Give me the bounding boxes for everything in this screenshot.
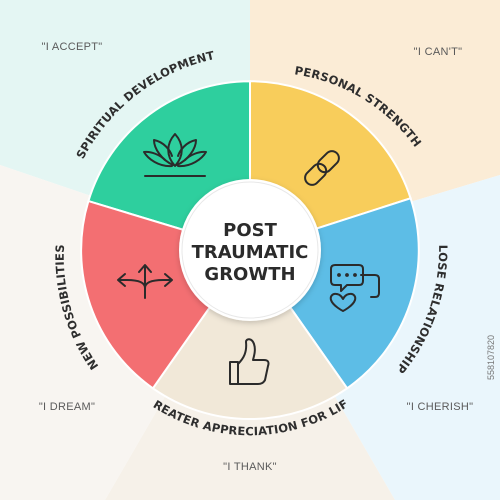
center-ring [181,181,319,319]
quote-cant: "I CAN'T" [414,46,463,58]
quote-dream: "I DREAM" [39,401,95,413]
quote-cherish: "I CHERISH" [407,401,474,413]
segment-greater-appreciation [151,248,349,421]
lotus-icon [143,133,207,177]
center-title-line3: GROWTH [204,264,295,285]
center-title-line1: POST [223,220,277,241]
chat-heart-icon [329,264,380,312]
quote-accept: "I ACCEPT" [42,41,103,53]
quote-thank: "I THANK" [223,461,277,473]
chain-link-icon [304,150,340,186]
center-circle [179,179,321,321]
side-id: 558107820 [486,335,496,380]
thumbs-up-icon [229,338,270,385]
split-arrows-icon [117,264,173,299]
center-title-line2: TRAUMATIC [192,242,309,263]
